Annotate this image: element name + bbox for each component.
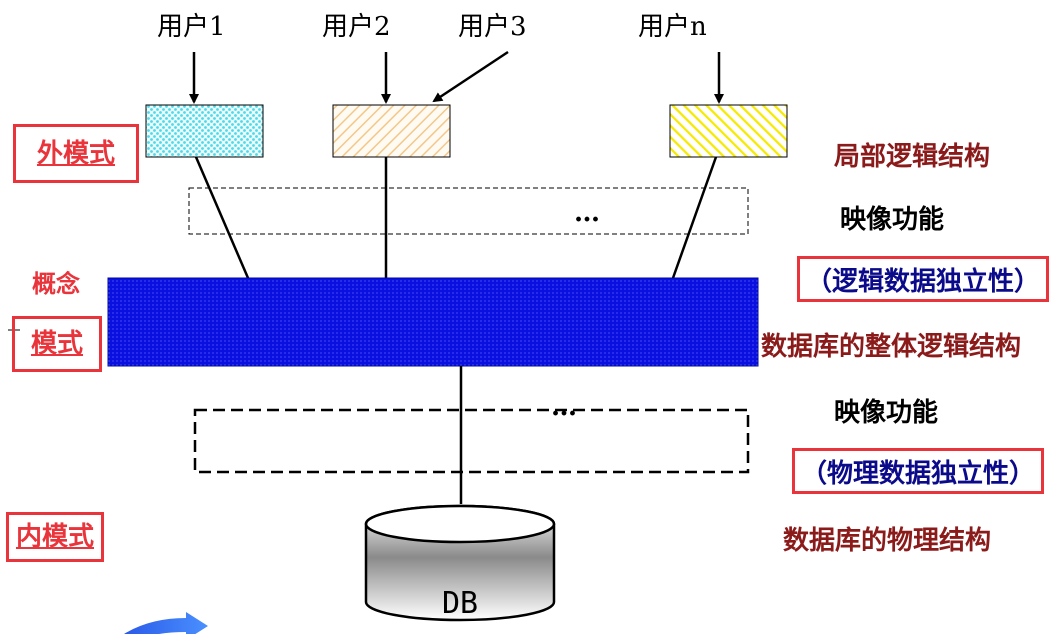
local-logic-structure: 局部逻辑结构 [834, 142, 991, 172]
external-schema-label: 外模式 [13, 124, 139, 183]
external-schema-box-1 [145, 104, 264, 158]
connector-1 [194, 156, 250, 279]
database-top [364, 504, 556, 544]
internal-mapping-box [193, 408, 750, 474]
external-schema-box-n [669, 104, 788, 158]
physical-independence-label: （物理数据独立性） [792, 448, 1044, 494]
logical-independence-label: （逻辑数据独立性） [797, 256, 1049, 302]
curved-arrow-icon [124, 612, 208, 634]
overall-logic-structure: 数据库的整体逻辑结构 [761, 332, 1022, 362]
user-label-1: 用户1 [157, 12, 226, 42]
user-label-n: 用户n [638, 12, 707, 42]
user-label-3: 用户3 [458, 12, 527, 42]
schema-label: 模式 [12, 316, 102, 372]
physical-structure: 数据库的物理结构 [783, 526, 992, 556]
ellipsis-upper: … [574, 198, 600, 228]
conceptual-schema-bar [107, 277, 759, 367]
mapping-function-2: 映像功能 [834, 398, 939, 428]
ellipsis-lower: … [551, 392, 577, 422]
user-label-2: 用户2 [322, 12, 391, 42]
user3-arrow [432, 50, 509, 103]
db-label: DB [442, 586, 479, 621]
external-schema-box-2 [332, 104, 451, 158]
concept-label: 概念 [32, 269, 80, 298]
external-mapping-box [188, 187, 749, 235]
mapping-function-1: 映像功能 [840, 205, 945, 235]
connector-n [671, 156, 718, 279]
internal-schema-label: 内模式 [6, 512, 104, 562]
